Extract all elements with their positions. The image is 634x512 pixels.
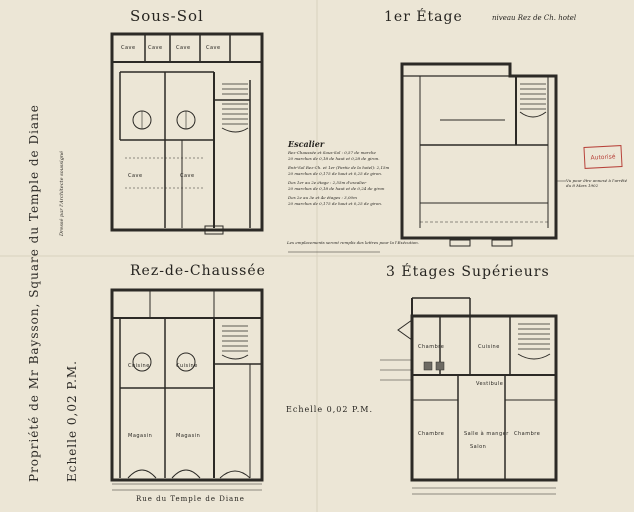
room-label-chambre: Chambre	[418, 344, 445, 350]
escalier-line: 20 marches de 0,175 de haut et 0,25 de g…	[288, 201, 383, 206]
room-label-vestibule: Vestibule	[476, 381, 504, 387]
side-annotation: Vu pour être annexé à l'arrêté du 8 Mars…	[566, 178, 628, 189]
plan-etage-1	[400, 62, 558, 247]
room-label-cave: Cave	[128, 173, 143, 179]
approval-stamp: Autorisé	[583, 145, 623, 169]
escalier-line: Des 2e au 3e et 4e étages : 3,00m	[288, 195, 357, 200]
title-etage-1-note: niveau Rez de Ch. hotel	[492, 14, 577, 22]
drawn-by: Dressé par l'Architecte soussigné	[59, 150, 65, 236]
title-etages-superieurs: 3 Étages Supérieurs	[386, 264, 550, 280]
escalier-line: 20 marches de 0,175 de haut et 0,25 de g…	[288, 171, 383, 176]
room-label-cave: Cave	[121, 45, 136, 51]
escalier-heading: Escalier	[288, 139, 325, 149]
plan-sous-sol	[110, 32, 264, 235]
scale-left: Echelle 0,02 P.M.	[65, 360, 79, 482]
room-label-chambre: Chambre	[418, 431, 445, 437]
escalier-line: 20 marches de 0,18 de haut et de 0,24 de…	[288, 186, 385, 191]
room-label-cave: Cave	[206, 45, 221, 51]
room-label-salon: Salon	[470, 444, 487, 450]
plan-etages-superieurs	[380, 297, 558, 495]
escalier-line: Rez-Chaussée et Sous-Sol : 0,57 de march…	[288, 150, 376, 155]
room-label-cave: Cave	[176, 45, 191, 51]
plan-rez-de-chaussee	[110, 288, 264, 491]
room-label-cave: Cave	[180, 173, 195, 179]
escalier-line: 20 marches de 0,18 de haut et 0,28 de gi…	[288, 156, 380, 161]
street-name: Rue du Temple de Diane	[136, 495, 245, 503]
room-label-cuisine: Cuisine	[176, 363, 198, 369]
owner-title: Propriété de Mr Baysson, Square du Templ…	[27, 104, 41, 482]
room-label-magasin: Magasin	[176, 433, 201, 439]
escalier-line: Entr'Sol Rez-Ch. et 1er (Partie de la ho…	[288, 165, 390, 170]
room-label-salle-a-manger: Salle à manger	[464, 431, 509, 437]
escalier-line: Des 1er au 2e étage : 2,55m d'escalier	[288, 180, 367, 185]
room-label-cave: Cave	[148, 45, 163, 51]
room-label-cuisine: Cuisine	[478, 344, 500, 350]
room-label-magasin: Magasin	[128, 433, 153, 439]
room-label-cuisine: Cuisine	[128, 363, 150, 369]
execution-note: Les emplacements seront remplis des lett…	[287, 240, 419, 245]
scale-middle: Echelle 0,02 P.M.	[286, 405, 373, 414]
approval-stamp-text: Autorisé	[590, 152, 616, 162]
title-rez-de-chaussee: Rez-de-Chaussée	[130, 263, 266, 279]
room-label-chambre: Chambre	[514, 431, 541, 437]
title-etage-1: 1er Étage	[384, 9, 463, 25]
title-sous-sol: Sous-Sol	[130, 7, 204, 25]
